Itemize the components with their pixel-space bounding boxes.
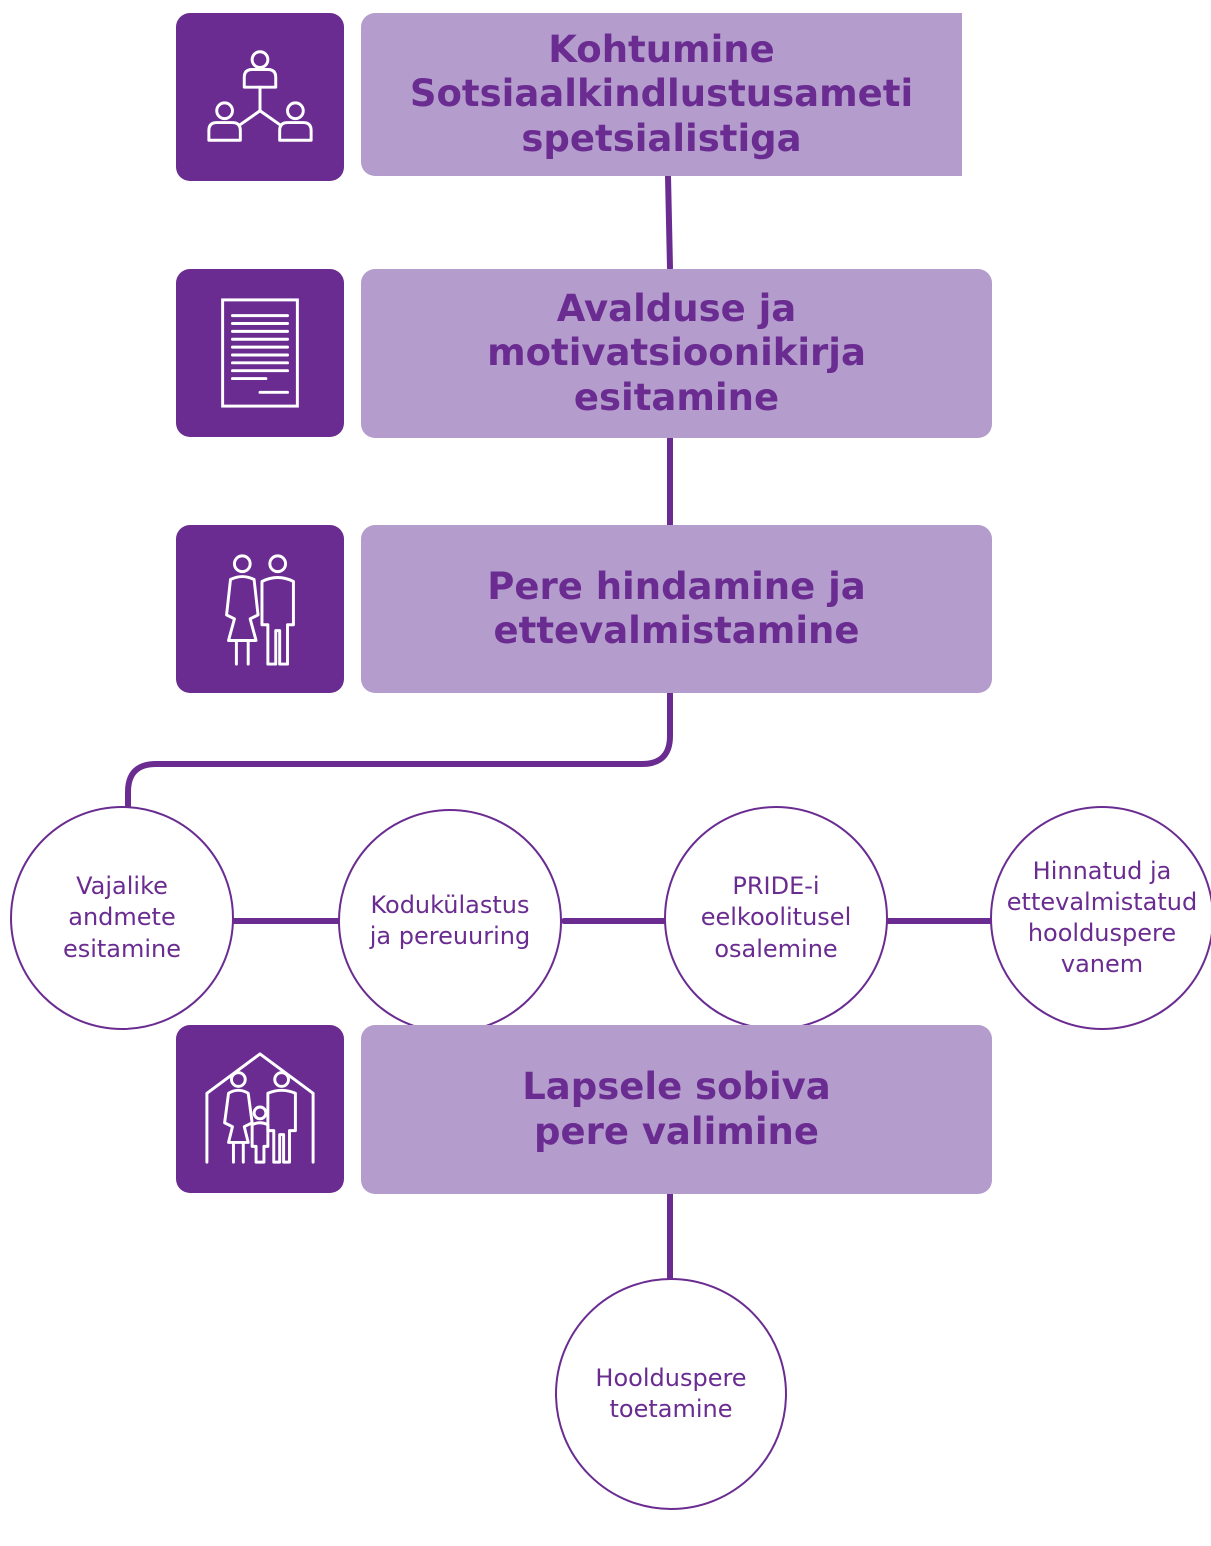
document-icon [221, 298, 299, 408]
substep-circle-3: PRIDE-i eelkoolitusel osalemine [664, 806, 888, 1030]
step4-box: Lapsele sobiva pere valimine [361, 1025, 992, 1194]
step2-icon-box [176, 269, 344, 437]
family-house-icon [205, 1052, 315, 1164]
substep-label-4: Hinnatud ja ettevalmistatud hoolduspere … [1006, 856, 1198, 979]
substep-circle-4: Hinnatud ja ettevalmistatud hoolduspere … [990, 806, 1211, 1030]
connector-step1-step2 [665, 173, 673, 271]
step3-box: Pere hindamine ja ettevalmistamine [361, 525, 992, 693]
substep-label-2: Kodukülastus ja pereuuring [369, 890, 531, 950]
step3-label: Pere hindamine ja ettevalmistamine [487, 564, 866, 652]
step1-label: Kohtumine Sotsiaalkindlustusameti spetsi… [409, 27, 914, 160]
step1-icon-box [176, 13, 344, 181]
substep-circle-1: Vajalike andmete esitamine [10, 806, 234, 1030]
couple-icon [225, 554, 295, 666]
step3-icon-box [176, 525, 344, 693]
final-step-circle: Hoolduspere toetamine [555, 1278, 787, 1510]
step4-icon-box [176, 1025, 344, 1193]
people-network-icon [207, 50, 313, 142]
step2-box: Avalduse ja motivatsioonikirja esitamine [361, 269, 992, 438]
substep-label-1: Vajalike andmete esitamine [62, 872, 182, 963]
connector-step3-substeps [125, 690, 673, 809]
substep-circle-2: Kodukülastus ja pereuuring [338, 809, 562, 1033]
step2-label: Avalduse ja motivatsioonikirja esitamine [487, 286, 866, 419]
step4-label: Lapsele sobiva pere valimine [522, 1065, 831, 1153]
step1-box: Kohtumine Sotsiaalkindlustusameti spetsi… [361, 13, 962, 176]
substep-label-3: PRIDE-i eelkoolitusel osalemine [700, 872, 852, 963]
final-step-label: Hoolduspere toetamine [595, 1363, 747, 1423]
